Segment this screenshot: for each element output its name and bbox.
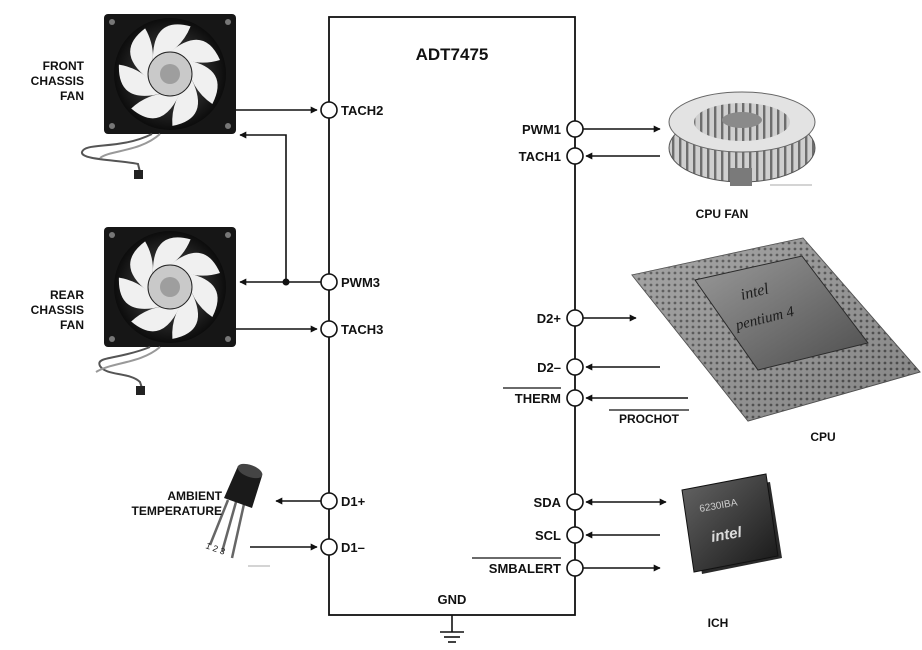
smbalert-pin [567,560,583,576]
front-chassis-fan-image [82,14,236,179]
rear-fan-label-line2: CHASSIS [31,303,84,317]
d2-minus-label: D2– [537,360,561,375]
scl-pin [567,527,583,543]
front-fan-label-line2: CHASSIS [31,74,84,88]
tach2-label: TACH2 [341,103,383,118]
gnd-label: GND [438,592,467,607]
tach2-pin [321,102,337,118]
tach1-pin [567,148,583,164]
d1-plus-pin [321,493,337,509]
ground-symbol [440,615,464,642]
therm-pin [567,390,583,406]
tach3-pin [321,321,337,337]
front-fan-label-line3: FAN [60,89,84,103]
smbalert-label: SMBALERT [489,561,561,576]
pwm3-label: PWM3 [341,275,380,290]
pwm1-label: PWM1 [522,122,561,137]
transistor-pin-numbers: 1 2 3 [204,540,226,556]
d1-plus-label: D1+ [341,494,366,509]
cpu-label: CPU [810,430,835,444]
d1-minus-label: D1– [341,540,365,555]
tach1-label: TACH1 [519,149,561,164]
d2-minus-pin [567,359,583,375]
rear-fan-label-line3: FAN [60,318,84,332]
ich-label: ICH [708,616,729,630]
ambient-label-line1: AMBIENT [167,489,222,503]
tach3-label: TACH3 [341,322,383,337]
cpu-fan-label: CPU FAN [696,207,749,221]
prochot-label: PROCHOT [619,412,680,426]
d2-plus-label: D2+ [537,311,562,326]
cpu-image: intel pentium 4 [632,238,920,421]
d2-plus-pin [567,310,583,326]
d1-minus-pin [321,539,337,555]
sda-label: SDA [534,495,562,510]
therm-label: THERM [515,391,561,406]
pwm3-fan-drive-wire [240,135,321,286]
rear-chassis-fan-image [96,227,236,395]
rear-fan-label-line1: REAR [50,288,84,302]
ich-image: 6230IBA intel [682,474,782,574]
chip-title: ADT7475 [416,45,489,64]
sda-pin [567,494,583,510]
scl-label: SCL [535,528,561,543]
pwm3-pin [321,274,337,290]
pwm1-pin [567,121,583,137]
ambient-label-line2: TEMPERATURE [132,504,222,518]
cpu-fan-image [669,92,815,186]
front-fan-label-line1: FRONT [43,59,85,73]
